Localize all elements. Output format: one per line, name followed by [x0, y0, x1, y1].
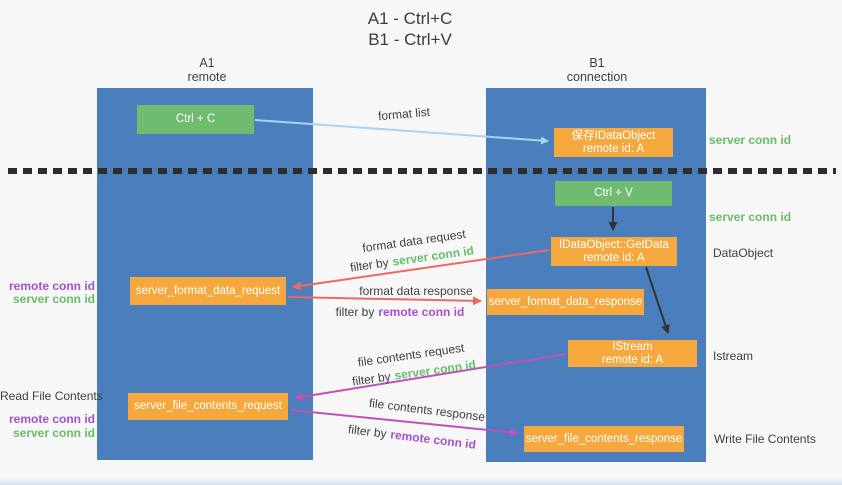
- node-idataobject-getdata: IDataObject::GetData remote id: A: [551, 237, 677, 266]
- arrow-file-contents-request: [294, 353, 567, 402]
- node-istream-line1: IStream: [612, 340, 653, 353]
- side-label-read-file-contents: Read File Contents: [0, 389, 103, 403]
- node-server-file-contents-response: server_file_contents_response: [524, 426, 684, 452]
- node-format-request-label: server_format_data_request: [135, 284, 281, 297]
- node-istream-line2: remote id: A: [601, 353, 664, 366]
- side-label-dataobject: DataObject: [713, 246, 774, 260]
- edge-label-format-data-response: format data response: [359, 284, 472, 298]
- node-save-idataobject-line1: 保存IDataObject: [571, 129, 656, 142]
- node-save-idataobject-line2: remote id: A: [582, 142, 645, 155]
- side-label-remote-conn-id-left-1: remote conn id: [8, 279, 95, 293]
- node-save-idataobject: 保存IDataObject remote id: A: [554, 128, 673, 157]
- arrow-format-data-response: [287, 296, 482, 306]
- column-heading-b1: B1 connection: [567, 56, 627, 84]
- column-a1-role: remote: [187, 70, 227, 84]
- node-ctrl-c: Ctrl + C: [137, 105, 254, 134]
- arrow-format-data-request: [292, 249, 550, 291]
- node-ctrl-c-label: Ctrl + C: [175, 113, 216, 125]
- side-label-write-file-contents: Write File Contents: [714, 432, 816, 446]
- node-file-response-label: server_file_contents_response: [525, 432, 683, 445]
- diagram-title: A1 - Ctrl+C B1 - Ctrl+V: [368, 8, 453, 50]
- node-server-format-data-response: server_format_data_response: [487, 289, 644, 315]
- arrow-getdata-to-istream: [645, 266, 670, 334]
- node-server-file-contents-request: server_file_contents_request: [128, 393, 288, 420]
- format-data-response-text: format data response: [359, 284, 473, 298]
- node-file-request-label: server_file_contents_request: [134, 400, 282, 412]
- column-a1-name: A1: [199, 56, 215, 70]
- node-istream: IStream remote id: A: [568, 340, 697, 367]
- side-label-server-conn-id-mid-right: server conn id: [709, 210, 792, 224]
- side-label-server-conn-id-left-2: server conn id: [12, 426, 95, 440]
- side-label-istream: Istream: [713, 349, 754, 363]
- node-server-format-data-request: server_format_data_request: [130, 277, 286, 305]
- node-getdata-line1: IDataObject::GetData: [559, 238, 669, 251]
- side-label-remote-conn-id-left-2: remote conn id: [8, 412, 95, 426]
- side-label-server-conn-id-left-1: server conn id: [12, 292, 95, 306]
- filter-by-text: filter by: [335, 305, 375, 319]
- node-format-response-label: server_format_data_response: [488, 295, 643, 308]
- window-bottom-edge: [0, 478, 842, 485]
- node-ctrl-v: Ctrl + V: [555, 181, 672, 206]
- remote-conn-id-text: remote conn id: [378, 305, 465, 319]
- arrow-file-contents-response: [289, 409, 519, 437]
- column-b1-role: connection: [566, 70, 628, 84]
- column-heading-a1: A1 remote: [188, 56, 227, 84]
- side-label-server-conn-id-top-right: server conn id: [709, 133, 792, 147]
- arrow-format-list: [254, 119, 549, 145]
- title-line-1: A1 - Ctrl+C: [367, 9, 453, 28]
- title-line-2: B1 - Ctrl+V: [368, 30, 452, 49]
- node-ctrl-v-label: Ctrl + V: [594, 187, 633, 199]
- node-getdata-line2: remote id: A: [583, 251, 645, 264]
- column-b1-name: B1: [589, 56, 605, 70]
